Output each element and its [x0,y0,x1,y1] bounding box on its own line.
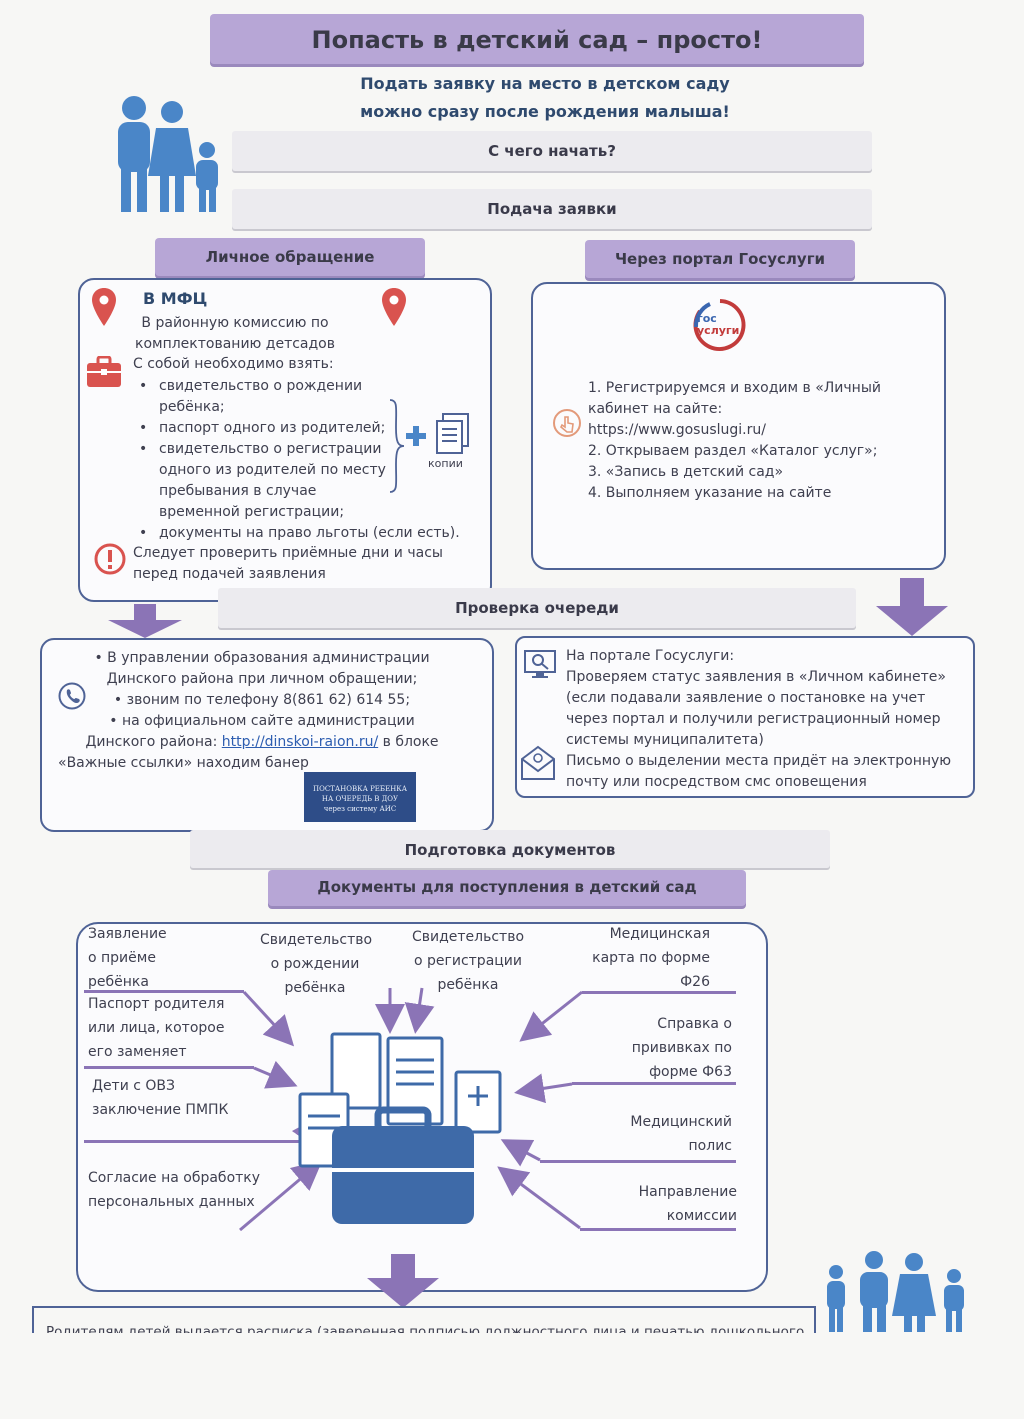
list-item: паспорт одного из родителей; [133,418,401,439]
list-item: свидетельство о рождении ребёнка; [133,376,401,418]
location-pin-icon [92,288,116,326]
divider [572,1082,736,1085]
documents-list: свидетельство о рождении ребёнка; паспор… [133,376,460,544]
queue-right-box [515,636,975,798]
warning-text: Следует проверить приёмные дни и часы пе… [133,545,443,582]
document-arrows [239,987,583,1232]
portal-box [531,282,946,570]
brace-icon [389,399,405,493]
plus-icon [406,426,426,446]
family-icon [118,96,218,212]
gosuslugi-logo [693,299,746,351]
subtitle: Подать заявку на место в детском саду мо… [360,74,730,121]
portal-heading: Через портал Госуслуги [585,240,855,278]
touch-icon [553,409,581,437]
divider [582,991,736,994]
mfc-label: В МФЦ [143,289,208,308]
arrow-down-icon [108,604,182,638]
step-start: С чего начать? [232,131,872,171]
personal-heading: Личное обращение [155,238,425,276]
briefcase-icon [87,356,121,387]
arrow-down-icon [367,1254,439,1308]
gosuslugi-link[interactable]: https://www.gosuslugi.ru/ [588,422,766,438]
gosuslugi-logo-bottom: услуги [697,324,740,337]
doc-parent-passport: Паспорт родителя или лица, которое его з… [88,996,225,1060]
doc-vaccination: Справка о прививках по форме Ф63 [631,1016,732,1080]
copies-label: копии [428,457,463,470]
divider [84,1140,304,1143]
queue-right-text: На портале Госуслуги: Проверяем статус з… [566,648,952,790]
bring-text: С собой необходимо взять: [133,356,334,372]
queue-left-text: • В управлении образования администрации… [58,650,439,771]
list-item: документы на право льготы (если есть). [133,523,479,544]
step-queue-check: Проверка очереди [218,588,856,628]
monitor-search-icon [524,650,556,678]
gosuslugi-logo-top: гос [697,312,717,325]
portal-step-1: 1. Регистрируемся и входим в «Личный каб… [588,380,881,417]
divider [580,1228,736,1231]
doc-medical-card: Медицинская карта по форме Ф26 [592,926,710,990]
portal-step-4: 4. Выполняем указание на сайте [588,485,832,501]
queue-banner-image[interactable]: ПОСТАНОВКА РЕБЕНКА НА ОЧЕРЕДЬ В ДОУ чере… [304,772,416,822]
doc-birth-certificate: Свидетельство о рождении ребёнка [260,932,373,996]
doc-medical-policy: Медицинский полис [630,1114,732,1154]
divider [84,990,244,993]
warning-icon [94,543,126,575]
phone-icon [58,682,86,710]
footer-cutoff [0,1333,1024,1419]
doc-consent: Согласие на обработку персональных данны… [88,1170,261,1210]
portal-step-2: 2. Открываем раздел «Каталог услуг»; [588,443,878,459]
email-icon [521,745,555,780]
doc-ovz: Дети с ОВЗ заключение ПМПК [92,1078,229,1118]
portal-steps: 1. Регистрируемся и входим в «Личный каб… [588,378,908,504]
list-item: свидетельство о регистрации одного из ро… [133,439,401,523]
step-documents-prep: Подготовка документов [190,830,830,868]
commission-text: В районную комиссию по комплектованию де… [134,315,335,352]
location-pin-icon [382,288,406,326]
title-banner: Попасть в детский сад – просто! [210,14,864,64]
document-copy-icon [436,413,469,454]
doc-registration-certificate: Свидетельство о регистрации ребёнка [411,929,525,993]
page-title: Попасть в детский сад – просто! [311,26,763,54]
doc-referral: Направление комиссии [638,1184,737,1224]
step-submission: Подача заявки [232,189,872,229]
arrow-down-icon [876,578,948,636]
family-icon [827,1251,964,1332]
briefcase-documents-icon [298,1032,502,1224]
documents-heading: Документы для поступления в детский сад [268,870,746,906]
divider [84,1066,254,1069]
doc-application: Заявление о приёме ребёнка [88,926,167,990]
portal-step-3: 3. «Запись в детский сад» [588,464,784,480]
divider [540,1160,736,1163]
dinskoi-link[interactable]: http://dinskoi-raion.ru/ [221,734,379,750]
